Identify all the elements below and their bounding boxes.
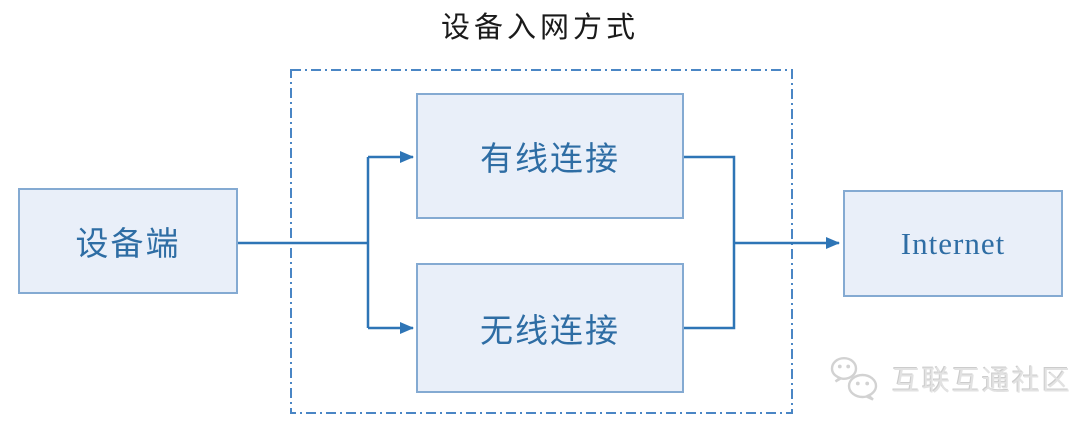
node-wireless-connection: 无线连接 xyxy=(416,263,684,393)
diagram-title: 设备入网方式 xyxy=(440,12,639,44)
node-internet: Internet xyxy=(843,190,1063,297)
watermark: 互联互通社区 xyxy=(830,356,1072,402)
node-wired-label: 有线连接 xyxy=(480,142,620,178)
watermark-text: 互联互通社区 xyxy=(892,366,1073,397)
node-device-label: 设备端 xyxy=(75,227,181,263)
group-boundary xyxy=(290,69,793,414)
wechat-icon xyxy=(830,356,878,401)
node-internet-label: Internet xyxy=(900,225,1006,261)
node-wired-connection: 有线连接 xyxy=(416,93,684,219)
node-device: 设备端 xyxy=(18,188,238,294)
connector-merge xyxy=(684,155,736,330)
node-wireless-label: 无线连接 xyxy=(480,314,620,350)
